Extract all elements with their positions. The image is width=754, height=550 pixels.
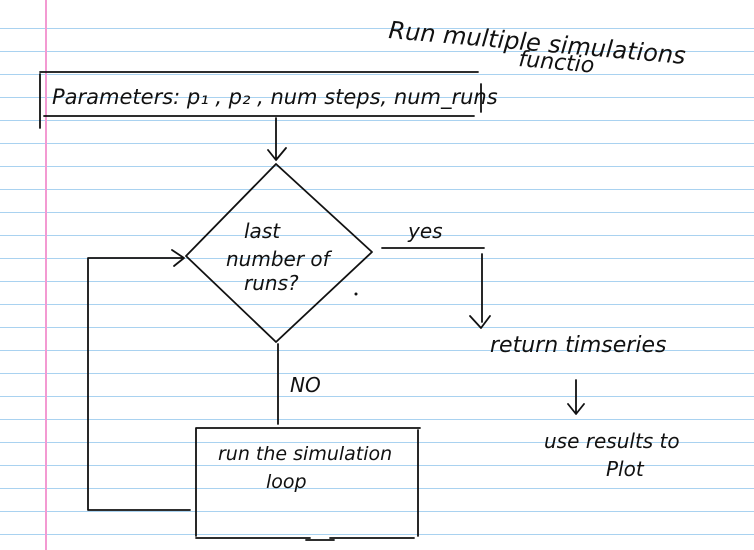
parameters-text: Parameters: p₁ , p₂ , num steps, num_run…	[52, 85, 498, 110]
no-label: NO	[290, 373, 321, 397]
use-results-line2: Plot	[606, 457, 645, 481]
decision-text-2: number of	[226, 247, 333, 271]
decision-text-1: last	[244, 219, 281, 243]
loop-box-line1: run the simulation	[218, 443, 392, 465]
loop-back-line	[87, 249, 191, 511]
pen-dot	[354, 292, 358, 296]
arrow-params-to-decision	[267, 117, 287, 161]
arrow-return-to-results	[567, 379, 585, 415]
title-line2: functio	[517, 47, 595, 79]
loop-box-line2: loop	[266, 471, 307, 493]
decision-diamond	[185, 163, 373, 343]
notebook-margin-line	[45, 0, 47, 550]
yes-label: yes	[407, 219, 443, 243]
parameters-box	[39, 71, 482, 129]
yes-branch-line	[381, 247, 491, 329]
return-text: return timseries	[490, 333, 666, 358]
loop-box	[195, 427, 421, 541]
decision-text-3: runs?	[244, 271, 299, 295]
use-results-line1: use results to	[544, 429, 680, 453]
